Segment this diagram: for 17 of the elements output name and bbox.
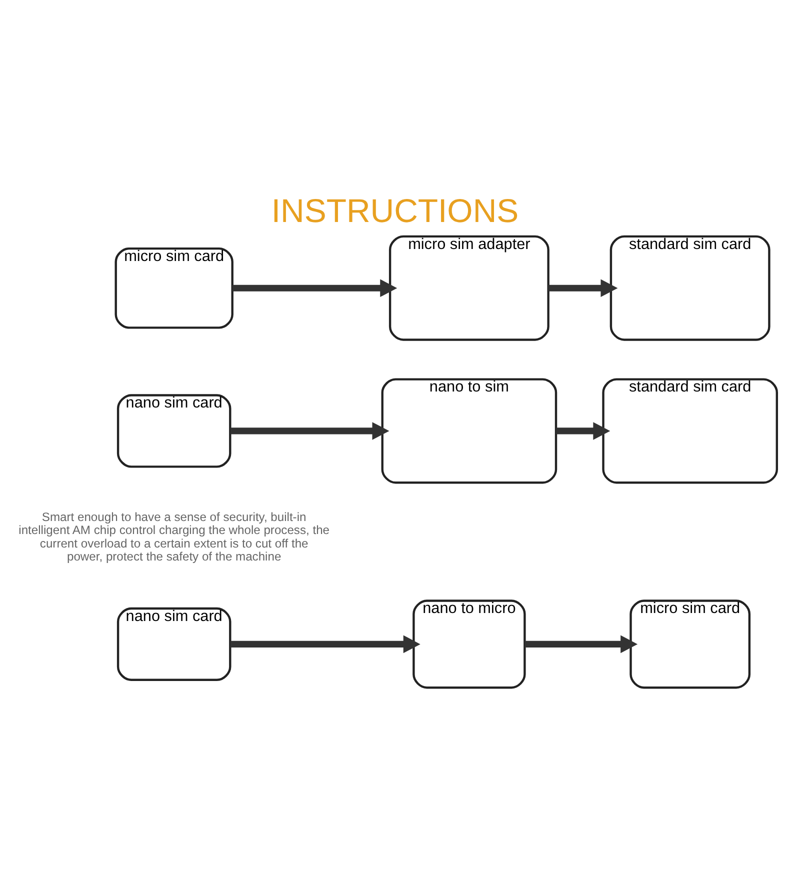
node-box: nano sim card xyxy=(116,394,232,468)
node-box: micro sim card xyxy=(630,600,751,689)
diagram-title: INSTRUCTIONS xyxy=(271,192,519,230)
node-box: nano to sim xyxy=(381,378,558,484)
node-box: micro sim card xyxy=(114,247,234,329)
node-box: micro sim adapter xyxy=(388,235,550,341)
arrow xyxy=(556,422,610,440)
arrow xyxy=(548,279,618,298)
node-box: nano sim card xyxy=(116,607,232,681)
node-box: standard sim card xyxy=(602,378,778,484)
node-box: nano to micro xyxy=(412,600,526,689)
arrow xyxy=(230,635,420,654)
node-box: standard sim card xyxy=(610,235,770,341)
arrow xyxy=(524,635,638,654)
arrow xyxy=(232,279,398,298)
label: Smart enough to have a sense of security, built-in intelligent AM chip control charging the whole process, the current overload to a certain extent is to cut off the power, protect the safety of the machine xyxy=(18,510,330,564)
arrow xyxy=(230,422,390,440)
